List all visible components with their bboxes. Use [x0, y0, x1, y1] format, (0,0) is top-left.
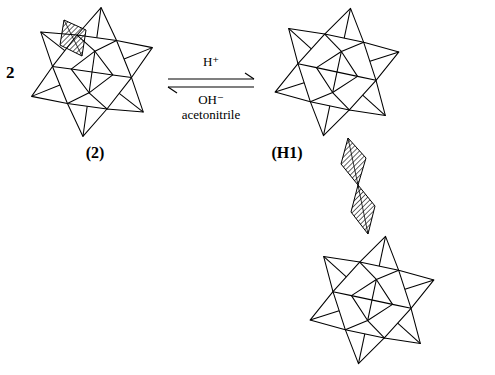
reagent-label: acetonitrile	[182, 108, 240, 122]
hatched-octahedron	[60, 20, 86, 56]
compound-label: 2	[6, 64, 15, 83]
dimer-lower-cluster	[303, 225, 440, 375]
reagent-label: H⁺	[203, 55, 219, 69]
hatched-octahedron	[351, 185, 375, 234]
dimer-upper-cluster	[268, 0, 405, 147]
compound-label: (2)	[86, 144, 105, 162]
hatched-octahedron	[341, 138, 366, 185]
compound-label: (H1)	[271, 144, 302, 162]
monomer-cluster	[27, 0, 157, 144]
equilibrium-arrows	[168, 73, 254, 93]
reagent-label: OH⁻	[198, 93, 224, 107]
